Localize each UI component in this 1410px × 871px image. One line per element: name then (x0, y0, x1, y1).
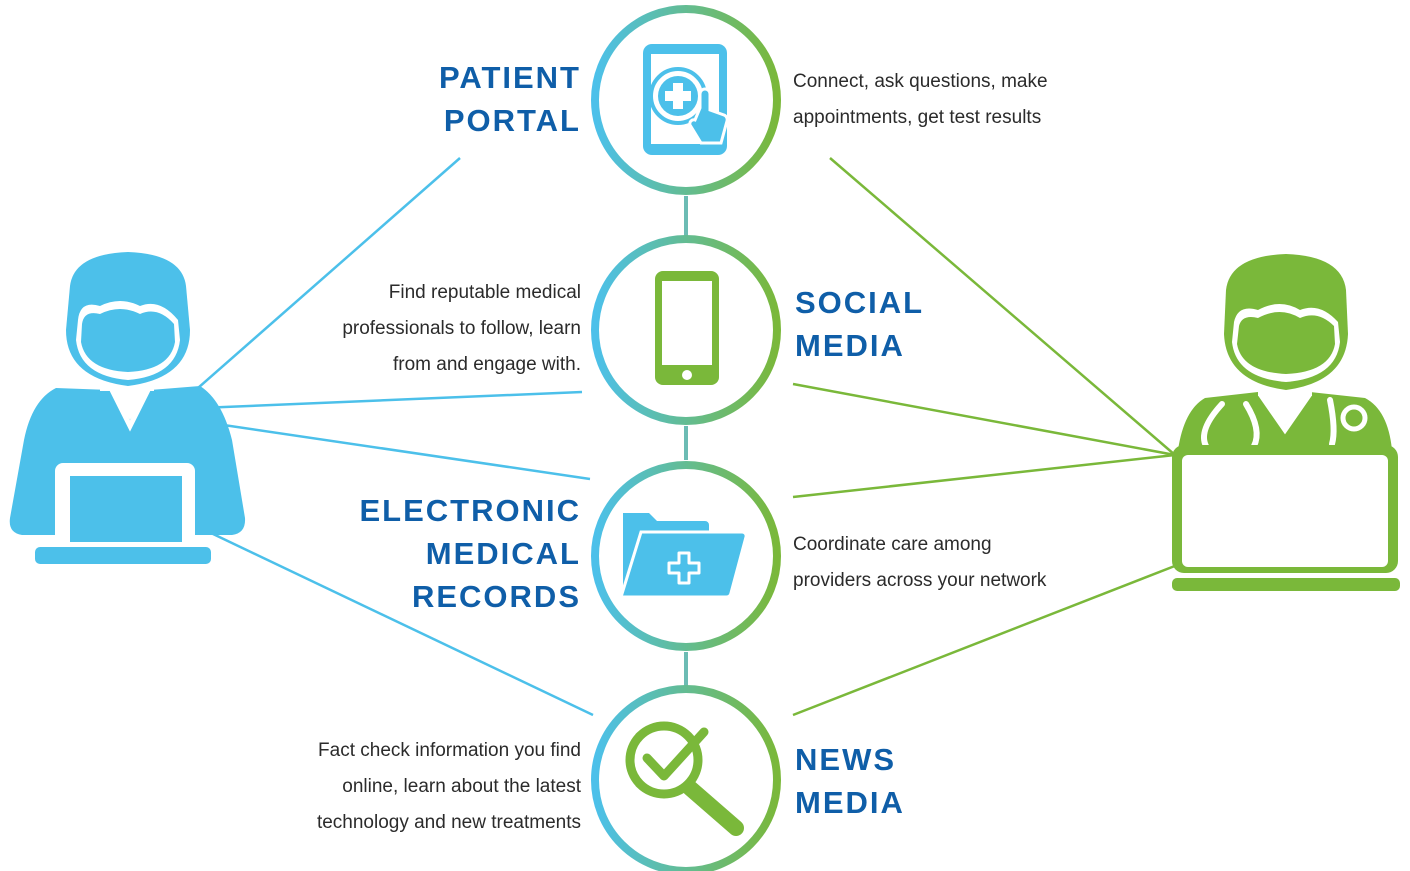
title-line: MEDIA (795, 328, 905, 363)
magnifier-checkmark-icon (625, 721, 744, 836)
title-electronic-medical-records: ELECTRONIC MEDICAL RECORDS (360, 489, 582, 618)
title-news-media: NEWS MEDIA (795, 738, 905, 824)
description-line: appointments, get test results (793, 107, 1042, 128)
folder-medical-cross-icon (618, 513, 748, 599)
title-line: PATIENT (438, 60, 581, 95)
description-news-media: Fact check information you find online, … (317, 733, 581, 841)
description-line: online, learn about the latest (342, 776, 581, 797)
description-patient-portal: Connect, ask questions, make appointment… (793, 64, 1048, 136)
doctor-with-laptop-icon (1172, 254, 1400, 591)
title-line: ELECTRONIC (359, 493, 581, 528)
description-social-media: Find reputable medical professionals to … (342, 275, 581, 383)
title-line: MEDIA (795, 785, 905, 820)
title-patient-portal: PATIENT PORTAL (439, 56, 581, 142)
description-electronic-medical-records: Coordinate care among providers across y… (793, 527, 1046, 599)
title-social-media: SOCIAL MEDIA (795, 281, 924, 367)
patient-with-laptop-icon (9, 252, 246, 564)
description-line: from and engage with. (392, 354, 581, 375)
smartphone-icon (655, 271, 719, 385)
description-line: professionals to follow, learn (342, 318, 581, 339)
title-line: PORTAL (443, 103, 581, 138)
tablet-medical-cross-icon (643, 44, 729, 155)
title-line: NEWS (795, 742, 896, 777)
description-line: Fact check information you find (318, 740, 581, 761)
description-line: Find reputable medical (388, 282, 581, 303)
doctor-connector-lines (792, 157, 1186, 717)
title-line: RECORDS (411, 579, 581, 614)
description-line: technology and new treatments (316, 812, 581, 833)
patient-connector-lines (189, 157, 594, 717)
title-line: MEDICAL (425, 536, 581, 571)
description-line: Coordinate care among (793, 534, 992, 555)
title-line: SOCIAL (795, 285, 925, 320)
description-line: Connect, ask questions, make (793, 71, 1048, 92)
description-line: providers across your network (793, 570, 1047, 591)
